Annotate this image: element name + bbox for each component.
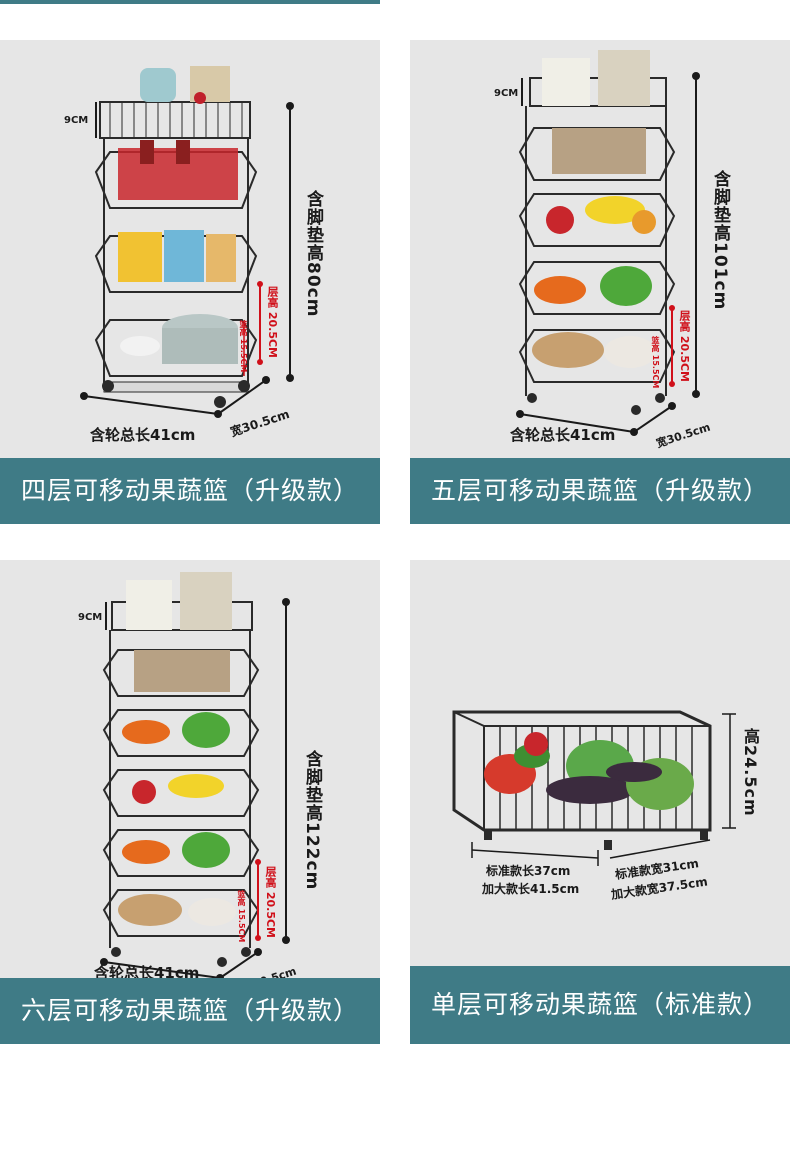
- top-tier-height-label: 9CM: [78, 612, 103, 623]
- top-tier-height-label: 9CM: [494, 88, 519, 99]
- product-caption: 四层可移动果蔬篮（升级款）: [0, 458, 380, 524]
- layer-height-label: 层高 20.5CM: [678, 310, 691, 382]
- total-length-label: 含轮总长41cm: [90, 426, 196, 444]
- product-card-6-tier[interactable]: 9CM 含脚垫高122cm 层高 20.5CM 篮高 15.5CM 含轮总长41…: [0, 560, 380, 1044]
- basket-height-label: 篮高 15.5CM: [239, 320, 248, 373]
- layer-height-label: 层高 20.5CM: [266, 286, 279, 358]
- product-card-single-tier[interactable]: 高24.5cm 标准款长37cm 加大款长41.5cm 标准款宽31cm 加大款…: [410, 560, 790, 1044]
- rack-5-tier-illustration: [516, 50, 700, 436]
- total-length-label: 含轮总长41cm: [94, 964, 200, 982]
- product-card-4-tier[interactable]: 9CM 含脚垫高80cm 层高 20.5CM 篮高 15.5CM 含轮总长41c…: [0, 40, 380, 524]
- total-height-label: 含脚垫高101cm: [710, 170, 730, 311]
- rack-6-tier-illustration: [100, 572, 290, 980]
- large-length-label: 加大款长41.5cm: [482, 882, 580, 896]
- product-card-5-tier[interactable]: 9CM 含脚垫高101cm 层高 20.5CM 篮高 15.5CM 含轮总长41…: [410, 40, 790, 524]
- single-basket-illustration: [452, 710, 736, 866]
- basket-height-label: 高24.5cm: [741, 728, 760, 817]
- basket-height-label: 篮高 15.5CM: [237, 890, 246, 943]
- product-caption: 五层可移动果蔬篮（升级款）: [410, 458, 790, 524]
- rack-4-tier-illustration: [80, 66, 294, 418]
- top-accent-strip: [0, 0, 380, 4]
- layer-height-label: 层高 20.5CM: [264, 866, 277, 938]
- total-height-label: 含脚垫高80cm: [303, 190, 323, 318]
- product-caption: 六层可移动果蔬篮（升级款）: [0, 978, 380, 1044]
- standard-length-label: 标准款长37cm: [486, 864, 571, 878]
- basket-height-label: 篮高 15.5CM: [651, 336, 660, 389]
- top-tier-height-label: 9CM: [64, 115, 89, 126]
- total-length-label: 含轮总长41cm: [510, 426, 616, 444]
- total-height-label: 含脚垫高122cm: [302, 750, 322, 891]
- product-caption: 单层可移动果蔬篮（标准款）: [410, 966, 790, 1044]
